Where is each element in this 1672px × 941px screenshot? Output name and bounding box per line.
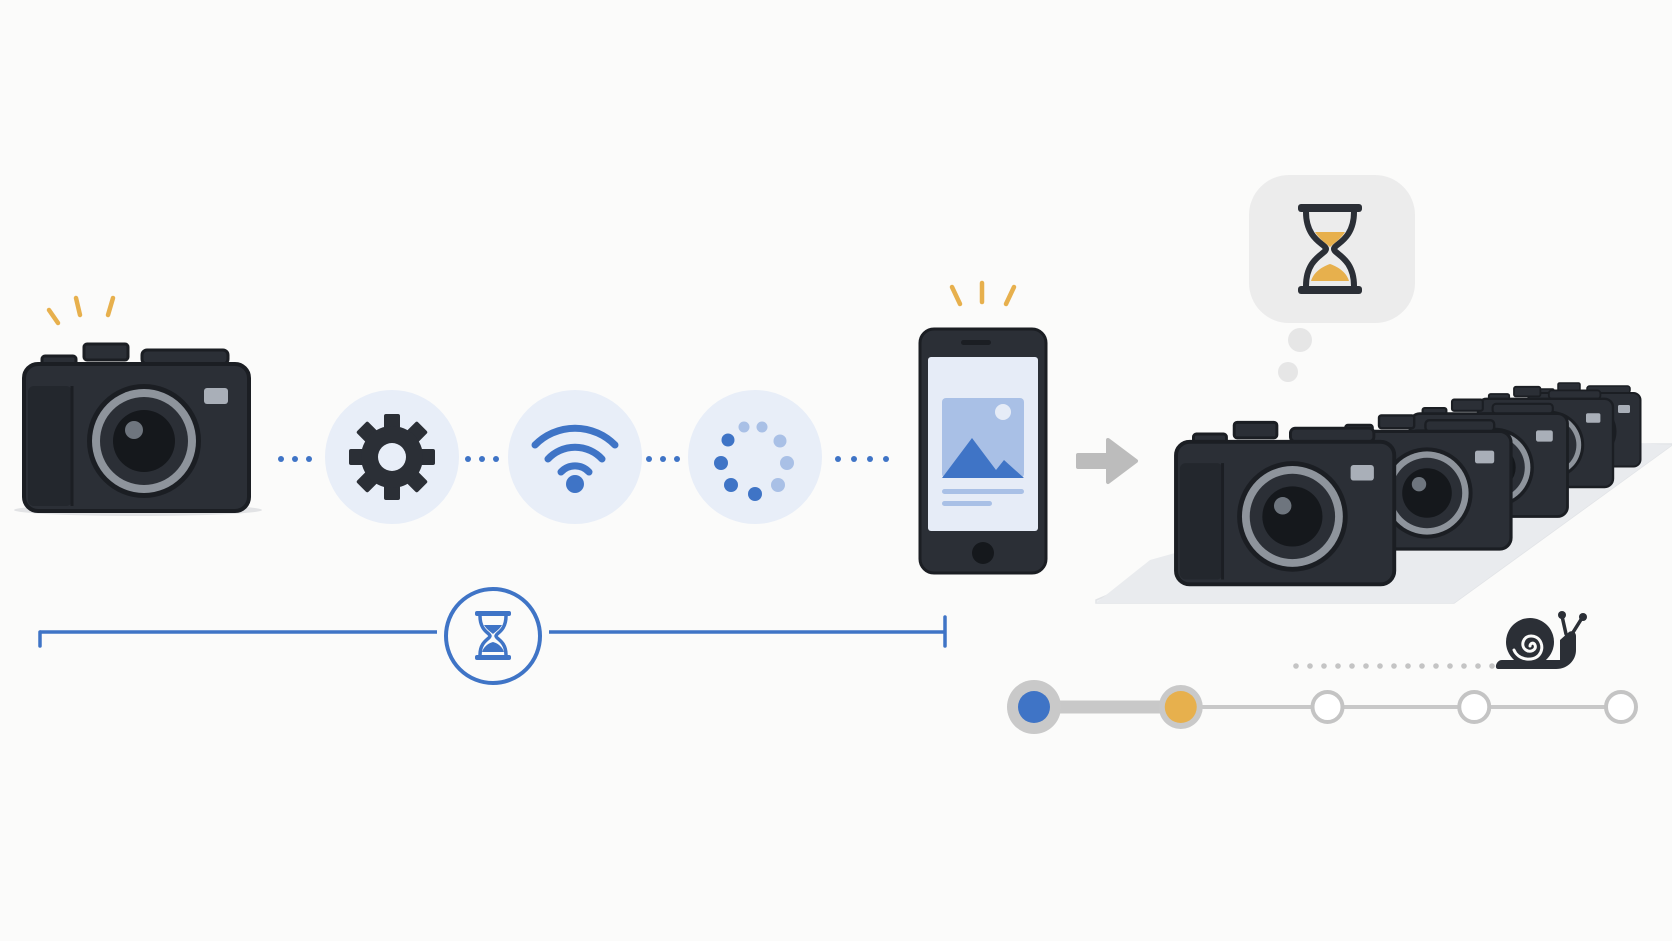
- queued-camera-1: [1174, 420, 1397, 587]
- trail-dot: [1377, 663, 1383, 669]
- trail-dot: [1489, 663, 1495, 669]
- trail-dot: [1447, 663, 1453, 669]
- trail-dot: [1321, 663, 1327, 669]
- trail-dot: [1433, 663, 1439, 669]
- arrow-right-icon: [1076, 438, 1138, 484]
- hourglass-icon: [1298, 204, 1362, 294]
- trail-dot: [1419, 663, 1425, 669]
- snail-icon: [1495, 611, 1587, 669]
- camera-shine-icon: [46, 295, 116, 326]
- source-camera-icon: [14, 295, 262, 516]
- trail-dot: [1391, 663, 1397, 669]
- phone-shine-icon: [949, 280, 1017, 307]
- trail-dot: [1335, 663, 1341, 669]
- wireless-step: [508, 390, 642, 524]
- slow-progress-indicator: [1293, 611, 1587, 669]
- waiting-thought-bubble: [1249, 175, 1415, 382]
- wifi-icon: [531, 424, 619, 476]
- trail-dot: [1349, 663, 1355, 669]
- settings-step: [325, 390, 459, 524]
- camera-queue: [1095, 382, 1672, 604]
- trail-dot: [1307, 663, 1313, 669]
- gear-icon: [349, 414, 435, 500]
- progress-step-pending: [1457, 690, 1492, 724]
- trail-dot: [1475, 663, 1481, 669]
- progress-step-pending: [1604, 690, 1638, 724]
- progress-tracker: [1007, 680, 1638, 734]
- dotted-connectors: [278, 456, 889, 462]
- timeline-hourglass-icon: [475, 611, 511, 660]
- duration-timeline: [38, 587, 947, 685]
- loading-step: [688, 390, 822, 524]
- progress-step-dot: [1018, 691, 1050, 723]
- trail-dot: [1405, 663, 1411, 669]
- trail-dot: [1461, 663, 1467, 669]
- trail-dot: [1363, 663, 1369, 669]
- progress-step-dot: [1164, 691, 1197, 723]
- smartphone-icon: [918, 280, 1048, 575]
- snail-trail: [1293, 663, 1495, 669]
- trail-dot: [1293, 663, 1299, 669]
- spinner-icon: [714, 421, 794, 501]
- progress-step-pending: [1310, 690, 1345, 724]
